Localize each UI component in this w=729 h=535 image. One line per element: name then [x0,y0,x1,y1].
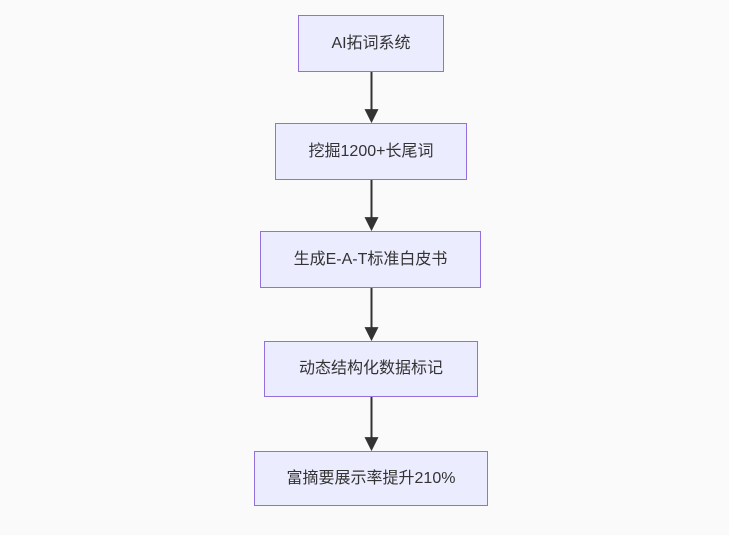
flowchart-node-label: 挖掘1200+长尾词 [308,142,434,160]
flowchart-node-n5: 富摘要展示率提升210% [254,451,488,506]
flowchart-node-n2: 挖掘1200+长尾词 [275,123,467,180]
flowchart-node-label: 生成E-A-T标准白皮书 [293,250,448,268]
flowchart-node-n1: AI拓词系统 [298,15,444,72]
flowchart-node-n4: 动态结构化数据标记 [264,341,478,397]
flowchart-node-n3: 生成E-A-T标准白皮书 [260,231,481,288]
flowchart-node-label: 动态结构化数据标记 [298,360,443,378]
flowchart-node-label: AI拓词系统 [331,34,411,52]
flowchart-node-label: 富摘要展示率提升210% [286,469,456,487]
